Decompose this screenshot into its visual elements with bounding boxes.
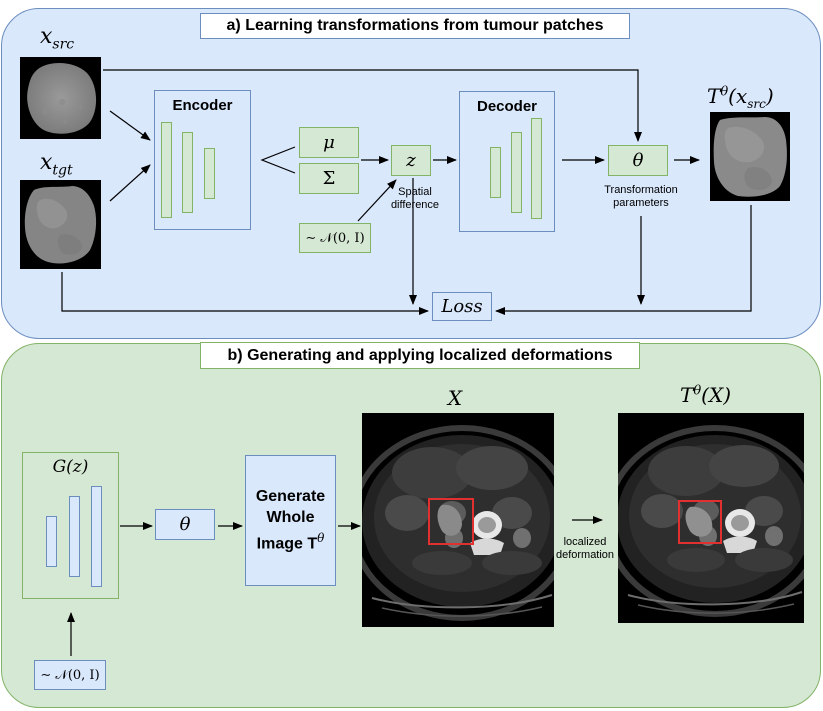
spatial-difference-label: Spatial difference: [390, 186, 440, 211]
encoder-label: Encoder: [172, 97, 233, 114]
encoder-layer-1: [161, 122, 172, 218]
x-tgt-tumour-patch: [20, 180, 101, 269]
ct-tx-label: Tθ(X): [680, 383, 732, 407]
generator-layer-3: [91, 486, 102, 587]
sigma-box: Σ: [299, 163, 359, 194]
x-tgt-label: xtgt: [40, 150, 73, 179]
generate-line-3: Image Tθ: [256, 531, 325, 553]
theta-box-b: θ: [155, 509, 215, 540]
output-label: Tθ(xsrc): [707, 84, 774, 111]
mu-box: μ: [299, 127, 359, 158]
generate-line-2: Whole: [266, 509, 315, 527]
generate-line-1: Generate: [255, 488, 326, 506]
z-box: z: [391, 145, 431, 176]
x-src-label: xsrc: [40, 24, 75, 53]
generator-layer-1: [46, 516, 57, 567]
decoder-block: Decoder: [459, 91, 555, 232]
transformed-tumour-patch: [710, 112, 790, 201]
encoder-block: Encoder: [154, 90, 251, 230]
panel-b-title: b) Generating and applying localized def…: [200, 342, 640, 369]
decoder-label: Decoder: [476, 98, 538, 115]
theta-box-a: θ: [608, 145, 668, 176]
encoder-layer-3: [204, 148, 215, 199]
localized-deformation-label: localized deformation: [555, 536, 615, 561]
noise-box-b: ∼ 𝒩(0, I): [34, 660, 106, 690]
decoder-layer-1: [490, 147, 501, 198]
generator-label: G(z): [52, 457, 89, 477]
noise-box-a: ∼ 𝒩(0, I): [299, 223, 371, 253]
loss-box: Loss: [432, 292, 492, 321]
transformation-parameters-label: Transformation parameters: [604, 184, 678, 209]
decoder-layer-3: [531, 118, 542, 219]
x-src-tumour-patch: [20, 57, 101, 139]
generate-whole-image-block: Generate Whole Image Tθ: [245, 455, 336, 586]
ct-scan-original: [362, 413, 554, 627]
decoder-layer-2: [511, 132, 522, 213]
ct-scan-deformed: [618, 413, 804, 623]
ct-x-label: X: [447, 386, 463, 410]
encoder-layer-2: [182, 132, 193, 213]
panel-a-title: a) Learning transformations from tumour …: [200, 13, 630, 39]
generator-layer-2: [69, 496, 80, 577]
generator-block: G(z): [22, 452, 119, 599]
